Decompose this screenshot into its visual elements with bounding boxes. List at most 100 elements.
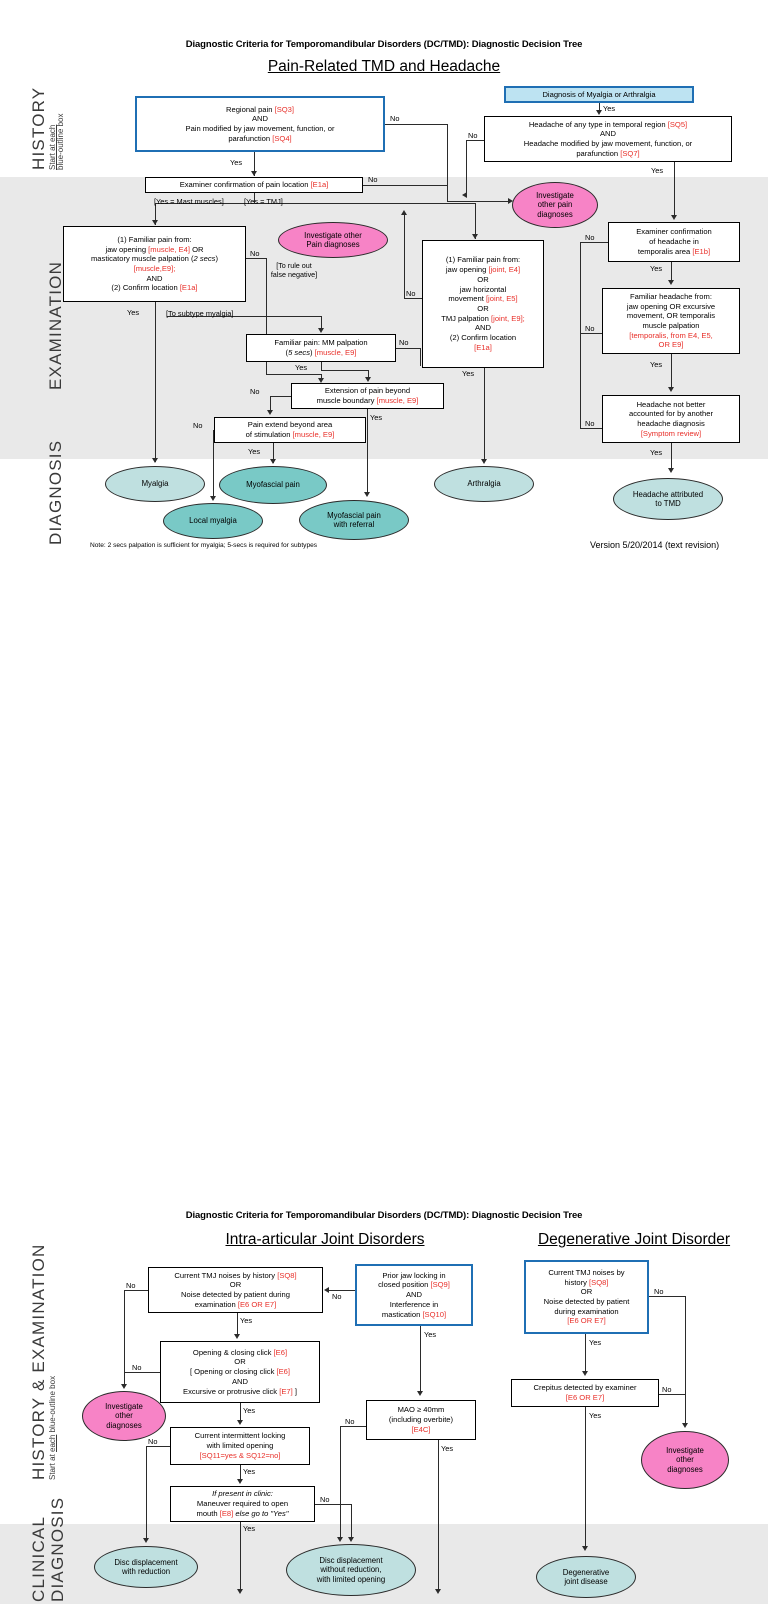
connector-ext-yes-v [367,409,368,495]
edge-label-yes-5: Yes [370,413,383,422]
arrow-il-no [143,1538,149,1543]
arrow-mv-yes [237,1589,243,1594]
connector-epl-right [475,203,476,239]
connector-mao-yes-v [438,1440,439,1592]
arrow-mv-no [348,1537,354,1542]
arrow-pjl-no [324,1287,329,1293]
box-prior-jaw-locking[interactable]: Prior jaw locking in closed position [SQ… [355,1264,473,1326]
connector-fh-yes-v [671,354,672,388]
box-examiner-pain-location[interactable]: Examiner confirmation of pain location [… [145,177,363,193]
box-tmj-noises-right[interactable]: Current TMJ noises by history [SQ8] OR N… [524,1260,649,1334]
edge-label-yes-9: Yes [650,360,663,369]
ellipse-disc-displacement-with-reduction[interactable]: Disc displacement with reduction [94,1546,198,1588]
connector-tmjnr-yes-v [585,1334,586,1372]
lane-examination: EXAMINATION [46,261,66,390]
connector-epl-no-h [363,185,447,186]
edge-label-no-d2-5: No [320,1495,330,1504]
arrow-hnb-yes [668,468,674,473]
connector-hnb-yes-v [671,443,672,471]
ellipse-investigate-other-diagnoses-left[interactable]: Investigate other diagnoses [82,1391,166,1441]
box-mao[interactable]: MAO ≥ 40mm (including overbite) [E4C] [366,1400,476,1440]
box-extension-pain[interactable]: Extension of pain beyond muscle boundary… [291,383,444,409]
box-familiar-pain-joint[interactable]: (1) Familiar pain from: jaw opening [joi… [422,240,544,368]
arrow-mao-no [337,1537,343,1542]
edge-label-no-6: No [250,387,260,396]
ellipse-arthralgia[interactable]: Arthralgia [434,466,534,502]
arrow-epl-right [472,234,478,239]
box-diagnosis-myalgia-arthralgia[interactable]: Diagnosis of Myalgia or Arthralgia [504,86,694,103]
box-opening-closing-click[interactable]: Opening & closing click [E6] OR [ Openin… [160,1341,320,1403]
connector-subtype-h [167,316,321,317]
connector-pe-yes-v [273,443,274,463]
edge-label-yes-d2-4: Yes [243,1467,256,1476]
edge-label-yes-d2-2: Yes [240,1316,253,1325]
box-familiar-pain-muscle[interactable]: (1) Familiar pain from: jaw opening [mus… [63,226,246,302]
edge-label-yes-3: Yes [127,308,140,317]
ellipse-myofascial-pain[interactable]: Myofascial pain [219,466,327,504]
ellipse-local-myalgia[interactable]: Local myalgia [163,503,263,539]
connector-ext-no-v [270,396,271,413]
section-title-right-2: Degenerative Joint Disorder [537,1231,731,1248]
section-title-left-2: Intra-articular Joint Disorders [225,1231,425,1248]
arrow-tmjnr-no [682,1423,688,1428]
ellipse-investigate-other-pain-diagnoses[interactable]: Investigate other Pain diagnoses [278,222,388,258]
version-1: Version 5/20/2014 (text revision) [590,540,720,550]
edge-label-no-d2-8: No [662,1385,672,1394]
box-maneuver[interactable]: If present in clinic: Maneuver required … [170,1486,315,1522]
arrow-fpm-no [318,378,324,383]
connector-il-no-h [146,1446,170,1447]
connector-mv-no-v [351,1504,352,1540]
page-title-2: Diagnostic Criteria for Temporomandibula… [185,1210,583,1221]
arrow-fpj-no [401,210,407,215]
lane-clinical-label: CLINICAL [29,1515,48,1602]
box-crepitus[interactable]: Crepitus detected by examiner [E6 OR E7] [511,1379,659,1407]
connector-mv-yes-v [240,1522,241,1592]
ellipse-myalgia[interactable]: Myalgia [105,466,205,502]
arrow-il-yes [237,1479,243,1484]
connector-epl-split [155,203,475,204]
ellipse-myofascial-pain-with-referral[interactable]: Myofascial pain with referral [299,500,409,540]
ellipse-degenerative-joint-disease[interactable]: Degenerative joint disease [536,1556,636,1598]
connector-mm-yes-v2 [368,370,369,378]
connector-fpj-yes-v [484,368,485,462]
box-pain-extend[interactable]: Pain extend beyond area of stimulation [… [214,417,366,443]
edge-label-yes-d2-7: Yes [589,1338,602,1347]
arrow-pe-no [210,496,216,501]
box-headache-not-better[interactable]: Headache not better accounted for by ano… [602,395,740,443]
connector-mao-no-h [340,1426,366,1427]
connector-hnb-no-h [580,428,602,429]
ellipse-disc-displacement-without-reduction-limited[interactable]: Disc displacement without reduction, wit… [286,1544,416,1596]
box-examiner-headache-confirm[interactable]: Examiner confirmation of headache in tem… [608,222,740,262]
edge-label-mast-muscles: [Yes = Mast muscles] [154,197,224,206]
connector-crep-yes-v [585,1407,586,1549]
arrow-fpm-yes [152,458,158,463]
ellipse-investigate-other-diagnoses-right[interactable]: Investigate other diagnoses [641,1431,729,1489]
box-familiar-headache[interactable]: Familiar headache from: jaw opening OR e… [602,288,740,354]
edge-label-yes-d2-8: Yes [589,1411,602,1420]
box-mm-palpation[interactable]: Familiar pain: MM palpation (5 secs) [mu… [246,334,396,362]
edge-label-yes-d2-5: Yes [243,1524,256,1533]
connector-fpm-no-h2 [266,374,321,375]
arrow-pjl-yes [417,1391,423,1396]
box-tmj-noises-history[interactable]: Current TMJ noises by history [SQ8] OR N… [148,1267,323,1313]
edge-label-rule-out: [To rule out false negative] [270,261,318,279]
edge-label-no-d2-6: No [345,1417,355,1426]
edge-label-no-d2-4: No [148,1437,158,1446]
footnote-1: Note: 2 secs palpation is sufficient for… [90,542,318,549]
connector-headache-yes [674,162,675,217]
arrow-dx-to-headache [596,110,602,115]
diagram-pain-related-tmd: Diagnostic Criteria for Temporomandibula… [0,0,768,580]
edge-label-yes-1: Yes [230,158,243,167]
edge-label-no-2: No [468,131,478,140]
ellipse-investigate-other-pain[interactable]: Investigate other pain diagnoses [512,182,598,228]
arrow-tmjnr-yes [582,1371,588,1376]
ellipse-headache-attributed-to-tmd[interactable]: Headache attributed to TMD [613,478,723,520]
box-regional-pain[interactable]: Regional pain [SQ3] AND Pain modified by… [135,96,385,152]
box-intermittent-locking[interactable]: Current intermittent locking with limite… [170,1427,310,1465]
arrow-epl-left [152,220,158,225]
box-headache-temporal[interactable]: Headache of any type in temporal region … [484,116,732,162]
lane-examination-label: EXAMINATION [46,260,65,390]
arrow-fh-yes [668,387,674,392]
connector-pe-no-v [213,430,214,499]
